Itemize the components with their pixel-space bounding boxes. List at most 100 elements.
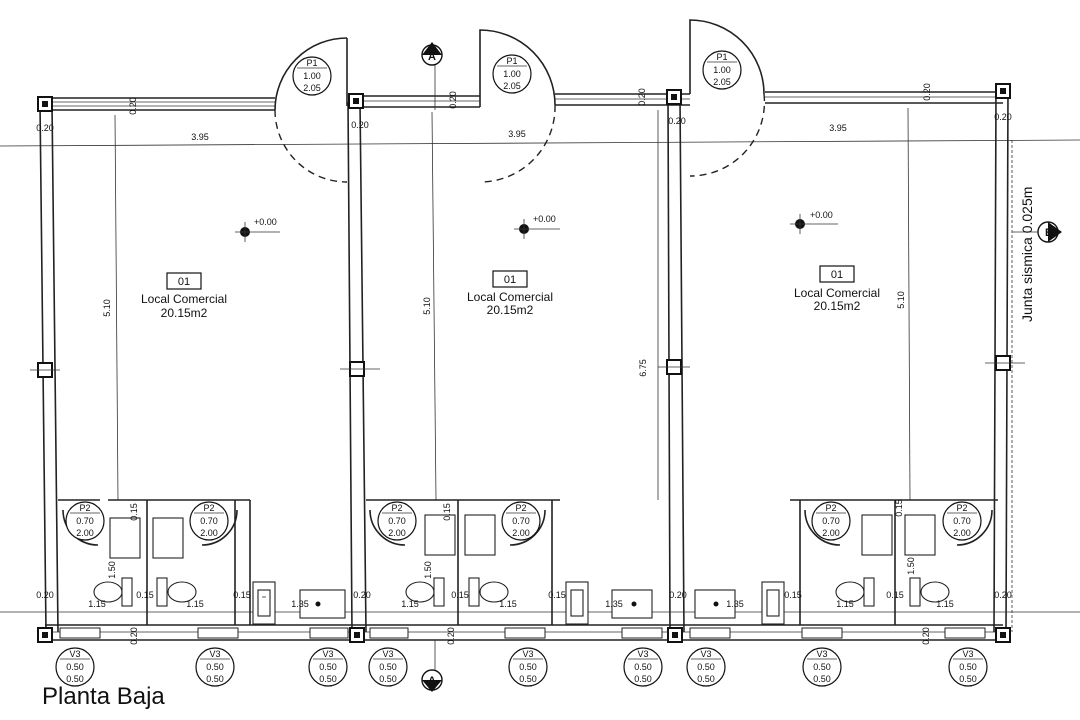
svg-text:0.50: 0.50 — [519, 674, 537, 684]
axis-b-label: B — [1045, 227, 1053, 239]
wall-thickness-1: 0.20 — [128, 97, 138, 115]
unit-3-number: 01 — [831, 269, 843, 281]
svg-text:1.00: 1.00 — [303, 71, 321, 81]
partition-b6: 0.15 — [886, 590, 904, 600]
wall-thickness-4: 0.20 — [922, 83, 932, 101]
bath-depth-2: 1.50 — [423, 561, 433, 579]
unit-2-depth: 5.10 — [422, 297, 432, 315]
svg-text:V3: V3 — [700, 649, 711, 659]
window-v3-tag-4: V3 0.50 0.50 — [368, 647, 408, 687]
svg-text:V3: V3 — [322, 649, 333, 659]
level-label-1: +0.00 — [254, 217, 277, 227]
partition-b2: 0.15 — [233, 590, 251, 600]
wall-dim-b2: 0.20 — [353, 590, 371, 600]
svg-text:V3: V3 — [382, 649, 393, 659]
unit-3-width: 3.95 — [829, 123, 847, 133]
svg-text:0.50: 0.50 — [634, 662, 652, 672]
svg-text:P1: P1 — [506, 56, 517, 66]
unit-1-area: 20.15m2 — [161, 306, 208, 320]
window-v3-tag-8: V3 0.50 0.50 — [802, 647, 842, 687]
window-v3-tag-3: V3 0.50 0.50 — [308, 647, 348, 687]
bath-depth-1: 1.50 — [107, 561, 117, 579]
wall-bottom-1: 0.20 — [129, 627, 139, 645]
partition-b3: 0.15 — [451, 590, 469, 600]
svg-text:2.05: 2.05 — [303, 83, 321, 93]
unit-2-number: 01 — [504, 274, 516, 286]
svg-text:P1: P1 — [306, 58, 317, 68]
window-v3-tag-7: V3 0.50 0.50 — [686, 647, 726, 687]
bath-width-1b: 1.15 — [186, 599, 204, 609]
seismic-joint-label: Junta sismica 0.025m — [1019, 187, 1035, 322]
unit-1-depth: 5.10 — [102, 299, 112, 317]
wall-dim-b1: 0.20 — [36, 590, 54, 600]
door-p1-tags: P1 1.00 2.05 P1 1.00 2.05 P1 1.00 2.05 — [292, 50, 742, 96]
svg-text:V3: V3 — [637, 649, 648, 659]
svg-text:V3: V3 — [209, 649, 220, 659]
svg-text:0.50: 0.50 — [379, 662, 397, 672]
partition-b1: 0.15 — [136, 590, 154, 600]
unit-2-width: 3.95 — [508, 129, 526, 139]
plan-title: Planta Baja — [42, 683, 165, 710]
door-p1-tag-2: P1 1.00 2.05 — [492, 54, 532, 94]
svg-text:2.00: 2.00 — [76, 528, 94, 538]
window-v3-tag-6: V3 0.50 0.50 — [623, 647, 663, 687]
svg-text:P2: P2 — [203, 503, 214, 513]
axis-a-bottom-label: A — [428, 675, 436, 687]
svg-text:2.05: 2.05 — [503, 81, 521, 91]
door-p2-tag-5: P2 0.70 2.00 — [811, 501, 851, 541]
wall-dim-4: 0.20 — [994, 112, 1012, 122]
partition-b5: 0.15 — [784, 590, 802, 600]
bottom-windows — [59, 627, 986, 639]
unit-2-name: Local Comercial — [467, 290, 553, 304]
svg-text:0.50: 0.50 — [813, 662, 831, 672]
axis-markers: A A B — [421, 42, 1062, 692]
partition-3: 0.15 — [894, 499, 904, 517]
svg-text:0.50: 0.50 — [697, 662, 715, 672]
wall-dim-b4: 0.20 — [994, 590, 1012, 600]
bath-width-3b: 1.15 — [936, 599, 954, 609]
svg-text:0.50: 0.50 — [959, 662, 977, 672]
svg-text:1.00: 1.00 — [713, 65, 731, 75]
dimensions: 3.95 3.95 3.95 5.10 5.10 6.75 5.10 0.20 … — [36, 83, 1012, 645]
svg-text:0.70: 0.70 — [512, 516, 530, 526]
level-label-3: +0.00 — [810, 210, 833, 220]
bath-width-1a: 1.15 — [88, 599, 106, 609]
svg-text:P2: P2 — [825, 503, 836, 513]
wall-dim-b3: 0.20 — [669, 590, 687, 600]
svg-text:0.50: 0.50 — [379, 674, 397, 684]
svg-text:0.50: 0.50 — [66, 662, 84, 672]
svg-text:0.50: 0.50 — [206, 674, 224, 684]
unit-3-depth: 5.10 — [896, 291, 906, 309]
bath-width-2a: 1.15 — [401, 599, 419, 609]
svg-text:0.50: 0.50 — [959, 674, 977, 684]
svg-text:V3: V3 — [962, 649, 973, 659]
room-labels: 01 Local Comercial 20.15m2 01 Local Come… — [141, 265, 880, 320]
partition-2: 0.15 — [442, 503, 452, 521]
svg-text:2.00: 2.00 — [953, 528, 971, 538]
svg-text:0.50: 0.50 — [813, 674, 831, 684]
sink-width-2: 1.35 — [605, 599, 623, 609]
wall-dim-2: 0.20 — [351, 120, 369, 130]
door-p2-tag-2: P2 0.70 2.00 — [189, 501, 229, 541]
door-p2-tag-6: P2 0.70 2.00 — [942, 501, 982, 541]
door-p2-tag-3: P2 0.70 2.00 — [377, 501, 417, 541]
svg-text:0.50: 0.50 — [319, 662, 337, 672]
svg-text:P2: P2 — [391, 503, 402, 513]
wall-thickness-2: 0.20 — [448, 91, 458, 109]
svg-text:0.70: 0.70 — [200, 516, 218, 526]
svg-text:0.70: 0.70 — [388, 516, 406, 526]
wall-bottom-2: 0.20 — [446, 627, 456, 645]
svg-text:0.70: 0.70 — [953, 516, 971, 526]
svg-text:0.50: 0.50 — [634, 674, 652, 684]
partition-1: 0.15 — [129, 503, 139, 521]
svg-text:2.00: 2.00 — [388, 528, 406, 538]
level-label-2: +0.00 — [533, 214, 556, 224]
front-doors — [274, 19, 766, 183]
unit-3-name: Local Comercial — [794, 286, 880, 300]
svg-text:P2: P2 — [515, 503, 526, 513]
bath-depth-3: 1.50 — [906, 557, 916, 575]
door-p1-tag-3: P1 1.00 2.05 — [702, 50, 742, 90]
window-v3-tag-5: V3 0.50 0.50 — [508, 647, 548, 687]
svg-text:0.50: 0.50 — [66, 674, 84, 684]
